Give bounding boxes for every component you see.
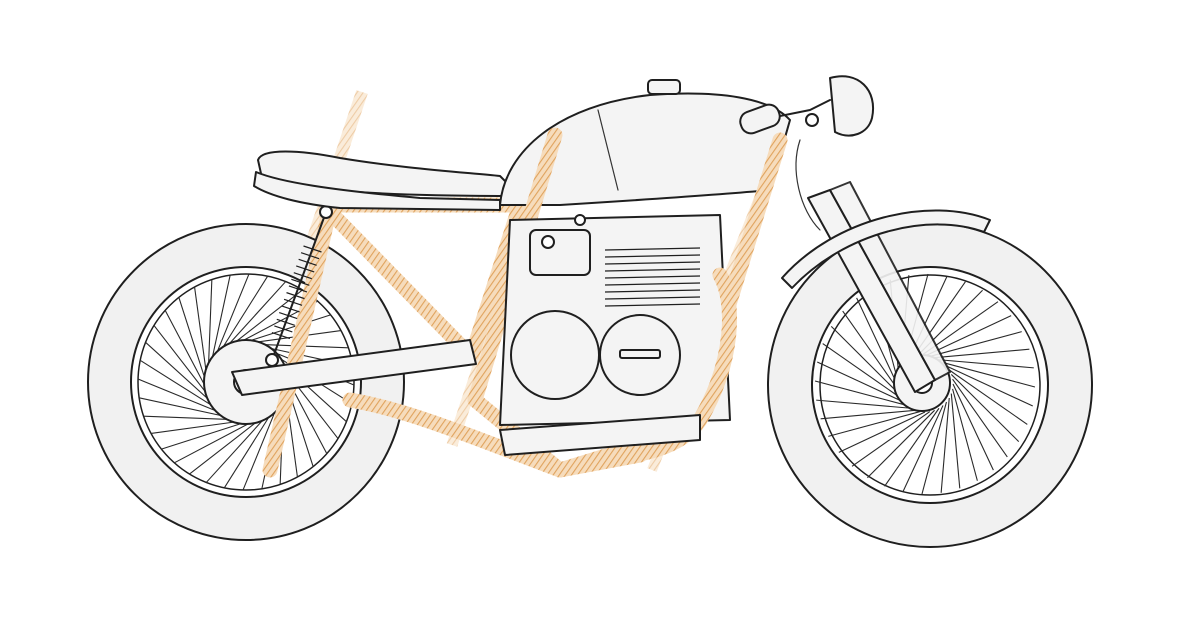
spoke: [161, 421, 247, 450]
shock-coil: [283, 298, 303, 306]
spoke: [178, 297, 207, 383]
spoke: [194, 286, 208, 376]
cylinder-fin: [604, 261, 701, 265]
grip: [739, 103, 781, 135]
spoke: [214, 273, 250, 357]
front-fender: [781, 209, 991, 289]
spoke: [242, 407, 278, 491]
spoke: [814, 380, 908, 406]
cylinder-fin: [604, 247, 701, 251]
spoke: [946, 365, 1033, 407]
engine: [499, 214, 731, 426]
spoke: [842, 310, 898, 390]
swingarm: [231, 339, 477, 396]
front-wheel-spokes: [814, 273, 1036, 495]
shock-coil: [274, 325, 293, 333]
spoke: [820, 409, 916, 420]
shock-coil: [279, 312, 298, 320]
spoke: [225, 281, 287, 348]
spoke: [934, 348, 1030, 359]
fuel-tank: [499, 92, 791, 206]
cylinder-fin: [604, 289, 701, 293]
spoke: [143, 415, 233, 421]
cylinder-fin: [604, 268, 701, 272]
spoke: [838, 411, 926, 453]
cylinder-fin: [604, 275, 701, 279]
spoke: [223, 412, 273, 489]
spoke: [830, 326, 900, 394]
rear-shock-absorber: [265, 205, 333, 367]
shock-coil: [286, 292, 305, 300]
shock-coil: [296, 265, 315, 273]
spoke: [924, 315, 1012, 357]
spoke: [210, 275, 231, 363]
spoke: [189, 419, 261, 475]
fuel-cap: [647, 79, 681, 95]
cylinder-fin: [604, 282, 701, 286]
shock-coil: [271, 332, 291, 340]
spoke: [952, 378, 1008, 458]
shock-coil: [303, 245, 322, 253]
spoke: [902, 405, 944, 492]
spoke: [150, 420, 240, 434]
spoke: [950, 374, 1020, 442]
spoke: [207, 279, 213, 369]
spoke: [828, 411, 921, 437]
shock-coil: [291, 278, 310, 286]
shock-coil: [276, 318, 295, 326]
shock-coil: [288, 285, 308, 293]
shock-coil: [298, 258, 317, 266]
shock-coil: [281, 305, 300, 313]
spoke: [231, 289, 303, 345]
spoke: [139, 359, 216, 409]
spoke: [952, 388, 978, 481]
spoke: [856, 297, 898, 385]
spoke: [139, 397, 227, 418]
spoke: [164, 310, 208, 390]
spoke: [822, 343, 902, 399]
spoke: [153, 325, 209, 397]
spoke: [867, 409, 935, 479]
exhaust-collector: [499, 414, 701, 456]
spoke: [816, 399, 912, 409]
spoke: [884, 407, 940, 487]
seat-cowl: [253, 171, 501, 211]
spoke: [948, 369, 1028, 425]
exhaust-pipe: [499, 267, 738, 468]
front-wheel: [767, 222, 1093, 548]
handlebar-assembly: [739, 75, 875, 231]
spoke: [929, 331, 1022, 357]
spoke: [205, 416, 267, 483]
engine-cover-left: [510, 310, 600, 400]
spoke: [137, 378, 221, 414]
spoke: [950, 393, 961, 489]
spoke: [851, 411, 931, 467]
shock-coil: [293, 272, 312, 280]
spoke: [921, 401, 947, 495]
headlight: [829, 75, 875, 137]
spoke: [952, 383, 994, 471]
spoke: [938, 359, 1034, 369]
spoke: [940, 397, 950, 493]
spoke: [219, 275, 269, 352]
spoke: [145, 341, 212, 403]
cylinder-fin: [604, 254, 701, 258]
spoke: [817, 361, 904, 403]
carburetor: [529, 229, 591, 276]
shock-coil: [300, 252, 320, 260]
spoke: [245, 314, 331, 343]
cylinder-fin: [604, 303, 701, 307]
spoke: [174, 420, 254, 464]
cylinder-fin: [604, 296, 701, 300]
spoke: [942, 362, 1036, 388]
